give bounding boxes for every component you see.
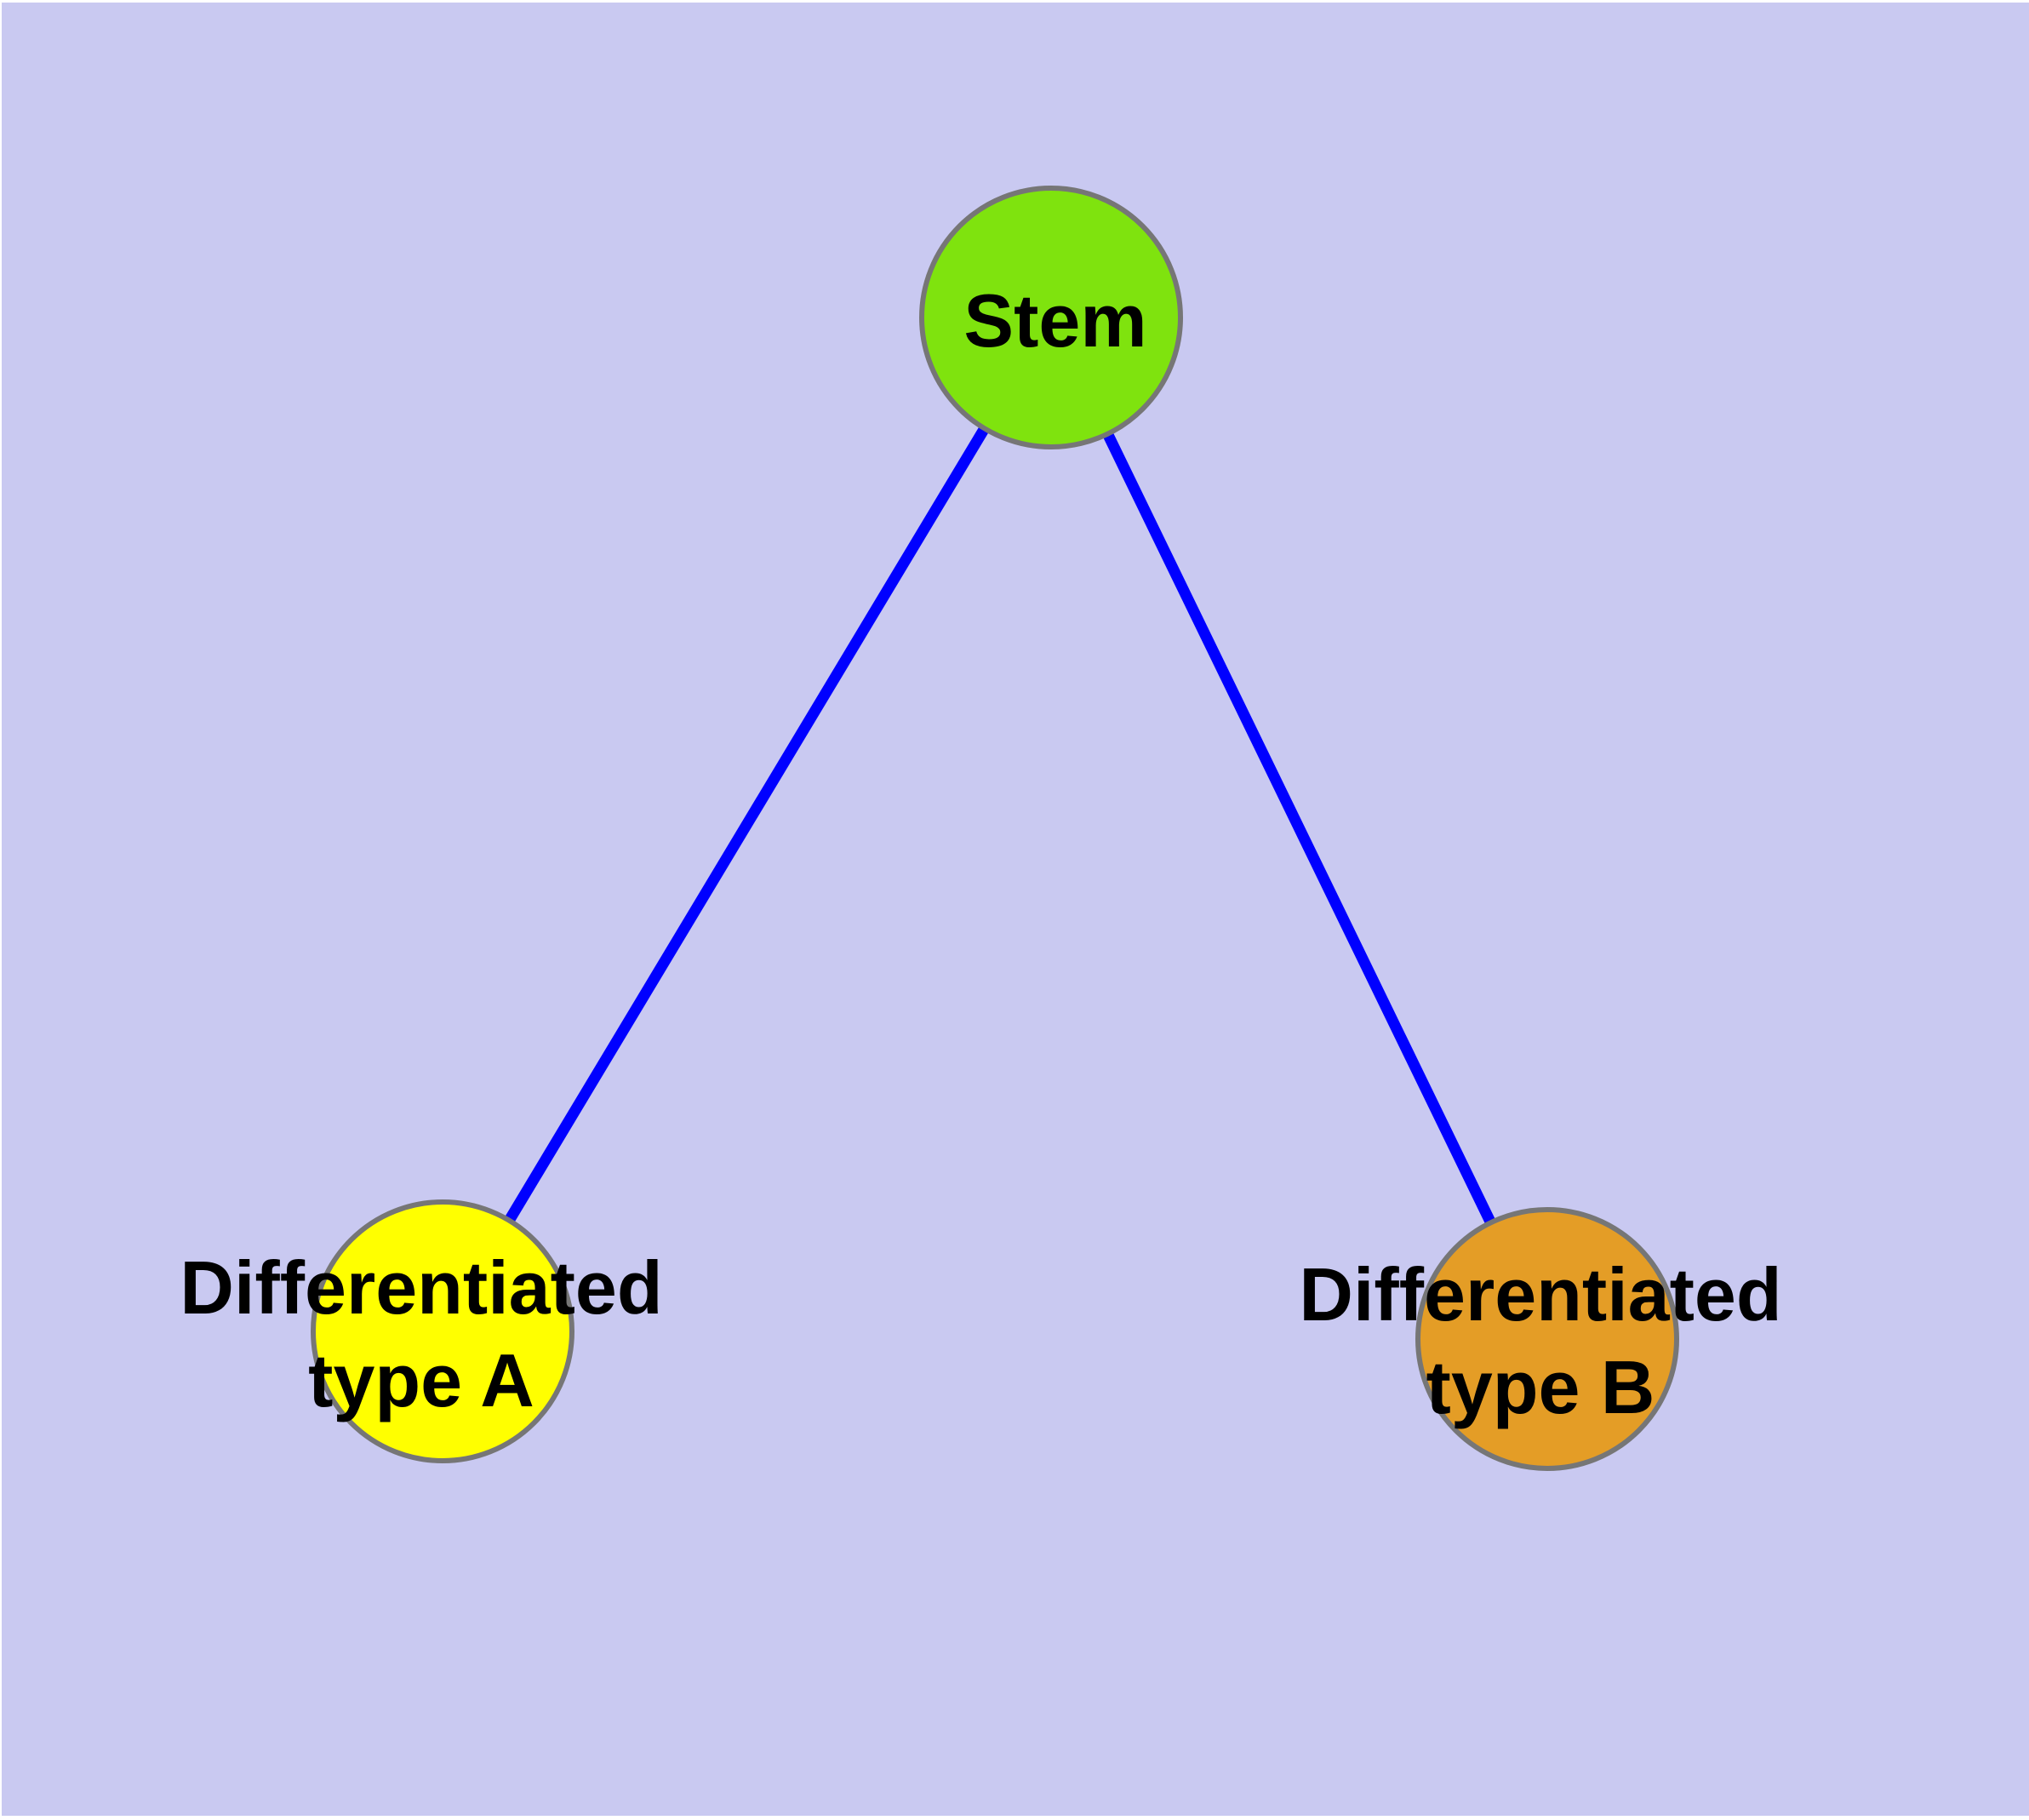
node-stem: [919, 186, 1183, 449]
node-stem-label: Stem: [963, 278, 1146, 363]
node-type-a-label-line2: type A: [308, 1338, 534, 1422]
node-type-b-label-line2: type B: [1426, 1345, 1655, 1429]
node-type-a-label-line1: Differentiated: [180, 1245, 662, 1330]
node-type-b-label-line1: Differentiated: [1299, 1252, 1781, 1336]
node-differentiated-type-b: [1415, 1207, 1679, 1471]
edge-stem-to-type-a: [437, 314, 1056, 1335]
edge-stem-to-type-b: [1046, 315, 1552, 1342]
node-differentiated-type-a: [311, 1199, 574, 1463]
